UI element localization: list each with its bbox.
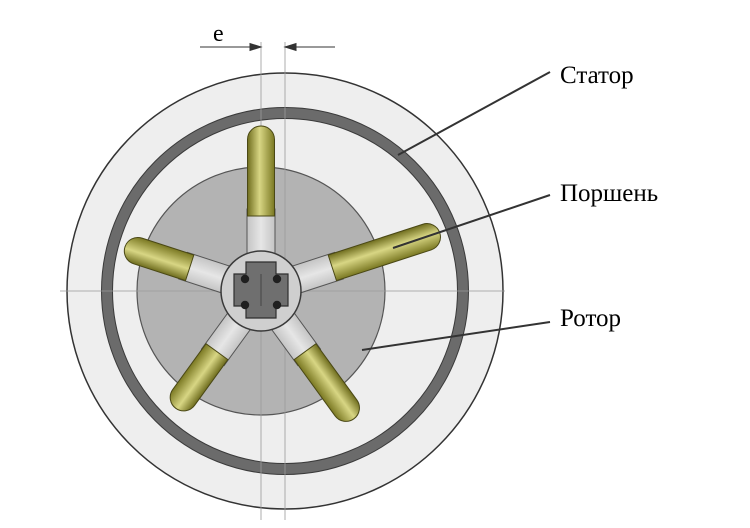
eccentricity-dimension <box>200 42 335 52</box>
piston-3 <box>270 311 360 422</box>
eccentricity-label: e <box>213 21 224 47</box>
leader-lines <box>361 71 551 351</box>
hub-ports <box>240 274 282 310</box>
rotor-leader <box>361 321 551 351</box>
piston-body-2 <box>327 223 441 282</box>
rotor-label: Ротор <box>560 305 621 332</box>
piston-body-4 <box>169 343 229 412</box>
piston-4 <box>169 311 252 412</box>
piston-body-3 <box>293 343 360 422</box>
stator-leader <box>397 71 551 156</box>
stator-label: Статор <box>560 62 634 89</box>
piston-leader <box>392 194 551 249</box>
piston-label: Поршень <box>560 180 658 207</box>
piston-1 <box>246 125 276 256</box>
cylinder-1 <box>246 208 276 256</box>
piston-body-5 <box>123 237 195 282</box>
piston-body-1 <box>247 125 275 217</box>
